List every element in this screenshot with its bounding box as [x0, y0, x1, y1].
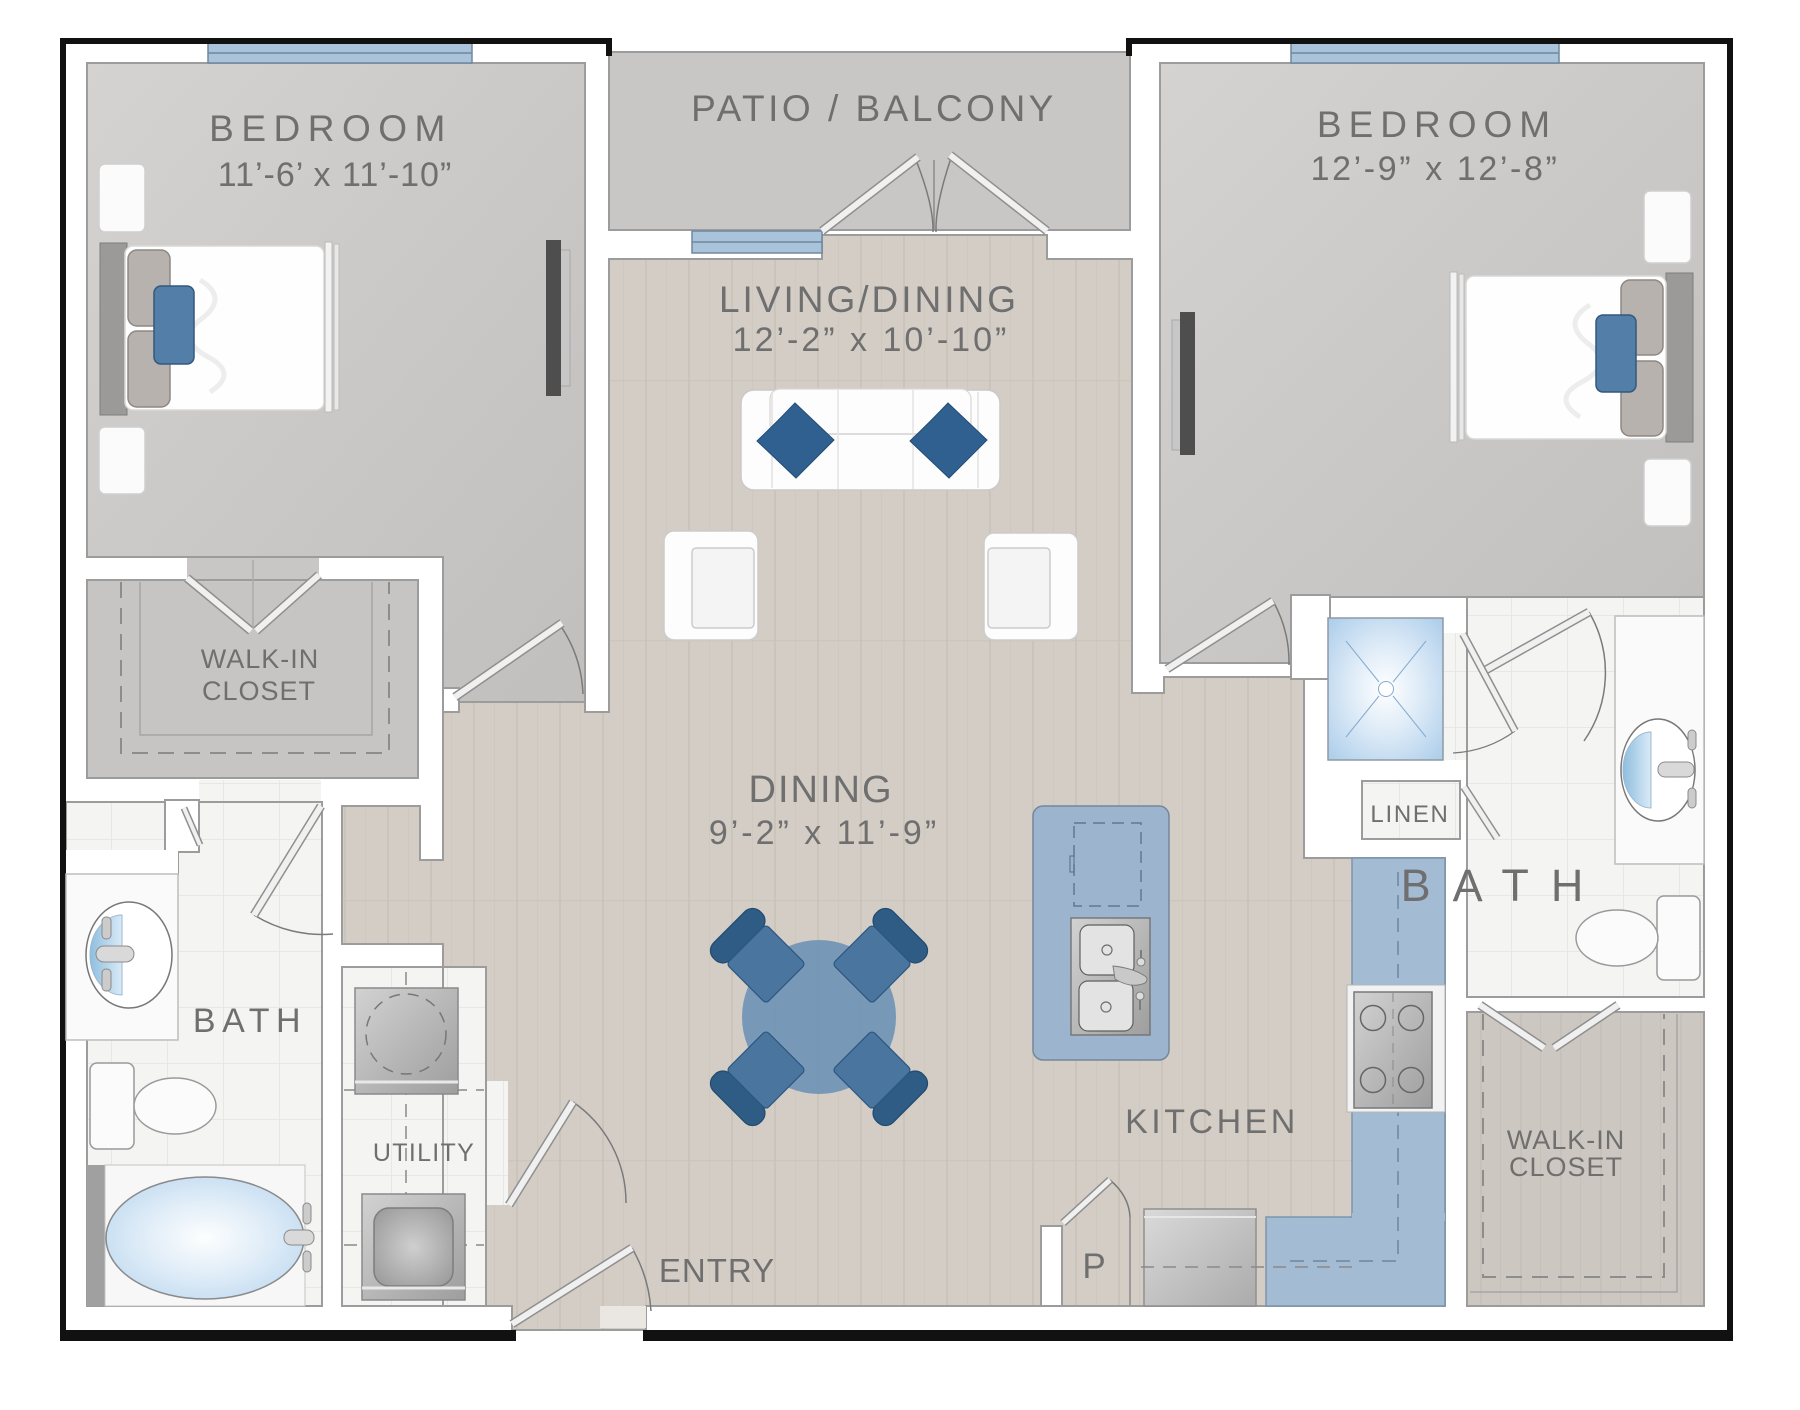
- svg-text:UTILITY: UTILITY: [373, 1139, 475, 1167]
- svg-text:P: P: [1082, 1247, 1107, 1286]
- svg-text:KITCHEN: KITCHEN: [1125, 1103, 1299, 1141]
- svg-text:BATH: BATH: [1401, 860, 1606, 911]
- svg-text:LIVING/DINING: LIVING/DINING: [719, 279, 1019, 320]
- svg-text:12’-2” x 10’-10”: 12’-2” x 10’-10”: [733, 321, 1010, 359]
- svg-text:12’-9” x 12’-8”: 12’-9” x 12’-8”: [1311, 150, 1560, 188]
- svg-text:ENTRY: ENTRY: [659, 1252, 775, 1289]
- svg-text:LINEN: LINEN: [1370, 801, 1449, 828]
- svg-text:9’-2” x 11’-9”: 9’-2” x 11’-9”: [709, 814, 939, 852]
- svg-text:BEDROOM: BEDROOM: [1317, 104, 1557, 145]
- svg-text:PATIO / BALCONY: PATIO / BALCONY: [691, 88, 1057, 129]
- svg-text:WALK-IN: WALK-IN: [1507, 1125, 1626, 1155]
- svg-text:WALK-IN: WALK-IN: [201, 644, 320, 674]
- svg-text:BATH: BATH: [193, 1002, 307, 1040]
- svg-text:CLOSET: CLOSET: [202, 676, 316, 706]
- svg-text:CLOSET: CLOSET: [1509, 1152, 1623, 1182]
- svg-text:BEDROOM: BEDROOM: [209, 108, 453, 149]
- svg-text:11’-6’ x 11’-10”: 11’-6’ x 11’-10”: [218, 156, 453, 194]
- svg-text:DINING: DINING: [749, 769, 894, 811]
